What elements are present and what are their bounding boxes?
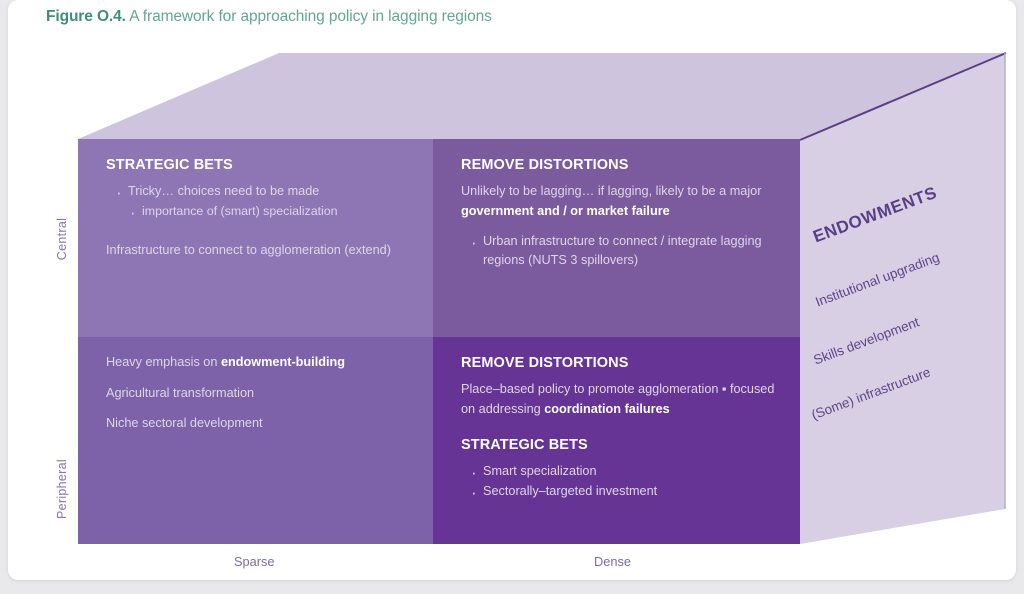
paragraph-bold: government and / or market failure [461, 203, 670, 218]
quadrant-paragraph: Infrastructure to connect to agglomerati… [106, 242, 391, 257]
list-item: importance of (smart) specialization [116, 200, 413, 225]
list-item: Sectorally–targeted investment [471, 480, 780, 506]
quadrant-grid: STRATEGIC BETS Tricky… choices need to b… [78, 139, 800, 544]
quadrant-peripheral-sparse: Heavy emphasis on endowment-building Agr… [78, 337, 433, 544]
axis-label-dense: Dense [594, 554, 631, 569]
quadrant-heading-1: REMOVE DISTORTIONS [461, 355, 629, 371]
cube-shapes [78, 52, 1007, 544]
quadrant-paragraph: Place–based policy to promote agglomerat… [461, 380, 780, 419]
paragraph-plain: Unlikely to be lagging… if lagging, like… [461, 184, 762, 198]
quadrant-bullet-list: Urban infrastructure to connect / integr… [461, 230, 780, 270]
list-item: Smart specialization [471, 460, 780, 486]
axis-label-central: Central [55, 217, 69, 261]
cube-top-face [78, 53, 1005, 139]
axis-label-peripheral: Peripheral [55, 459, 69, 519]
paragraph-bold: coordination failures [544, 401, 670, 416]
list-item: Tricky… choices need to be made [116, 180, 413, 206]
figure-title-text: A framework for approaching policy in la… [129, 8, 492, 25]
cube-edge-line [799, 52, 1007, 141]
quadrant-heading: STRATEGIC BETS [106, 157, 233, 173]
line-bold: endowment-building [220, 355, 345, 369]
figure-number: Figure O.4. [46, 8, 126, 25]
figure-card: Figure O.4. A framework for approaching … [8, 0, 1016, 580]
quadrant-line-1: Heavy emphasis on endowment-building [106, 353, 413, 373]
quadrant-bullet-list: Smart specialization Sectorally–targeted… [461, 460, 780, 506]
list-item: Urban infrastructure to connect / integr… [471, 230, 780, 270]
page-title: Figure O.4. A framework for approaching … [46, 8, 492, 26]
quadrant-heading: REMOVE DISTORTIONS [461, 157, 629, 173]
spacer [106, 229, 413, 241]
quadrant-heading-2: STRATEGIC BETS [461, 437, 588, 454]
cube-diagram [8, 0, 1016, 580]
quadrant-central-sparse: STRATEGIC BETS Tricky… choices need to b… [78, 139, 433, 337]
cube-side-face [800, 53, 1005, 544]
quadrant-paragraph: Unlikely to be lagging… if lagging, like… [461, 182, 780, 221]
line-plain: Heavy emphasis on [106, 355, 221, 369]
paragraph-plain: Place–based policy to promote agglomerat… [461, 382, 775, 416]
axis-label-sparse: Sparse [234, 554, 275, 569]
quadrant-line-2: Agricultural transformation [106, 385, 255, 400]
quadrant-central-dense: REMOVE DISTORTIONS Unlikely to be laggin… [433, 139, 800, 337]
quadrant-bullet-list: Tricky… choices need to be made importan… [106, 180, 413, 225]
quadrant-line-3: Niche sectoral development [106, 416, 263, 431]
quadrant-peripheral-dense: REMOVE DISTORTIONS Place–based policy to… [433, 337, 800, 544]
